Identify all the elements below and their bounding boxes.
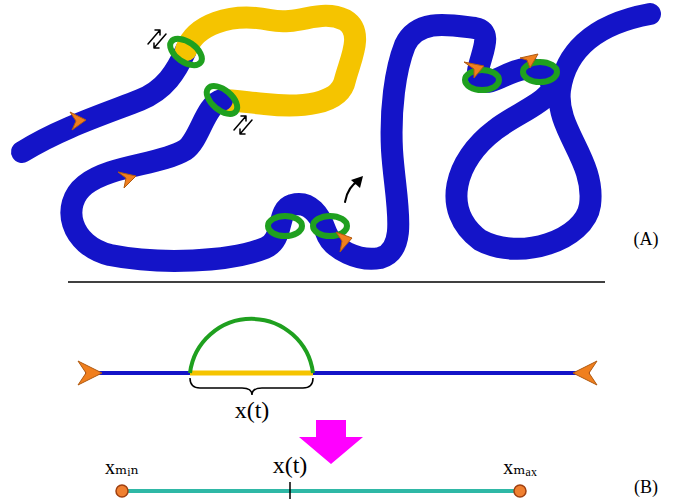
chromatin-fiber [71,14,650,261]
exchange-symbol [234,116,252,134]
boundary-dot [514,485,526,497]
extruded-loop [186,16,355,106]
bound-label: xₘᵢₙ [105,456,139,478]
ctcf-site [336,232,352,252]
cohesin-ring [465,70,499,90]
ctcf-site [118,172,136,188]
cohesin-ring [313,216,347,236]
panel-separator [68,281,605,283]
cohesin-ring [202,81,242,119]
position-tick [289,482,291,499]
variable-label: x(t) [235,397,270,423]
chromatin-fiber [22,50,186,152]
loop-arc [190,319,313,373]
loop-segment [190,371,313,376]
brace [190,378,313,395]
mapping-arrow [299,420,363,464]
cohesin-ring [166,33,207,70]
cohesin-ring [268,216,302,236]
ctcf-site [464,62,484,78]
motion-arrow-head [351,176,363,188]
exchange-symbol [148,30,166,48]
cohesin-ring [523,62,557,82]
variable-label: x(t) [273,452,308,478]
panel-label: (B) [634,478,658,498]
ctcf-site [78,361,102,385]
boundary-dot [116,485,128,497]
chromatin-line [85,371,590,375]
state-axis [122,489,520,493]
bound-label: xₘₐₓ [503,456,537,478]
panel-label: (A) [634,230,659,250]
ctcf-site [573,361,597,385]
ctcf-site [520,54,538,68]
ctcf-site [70,112,86,130]
